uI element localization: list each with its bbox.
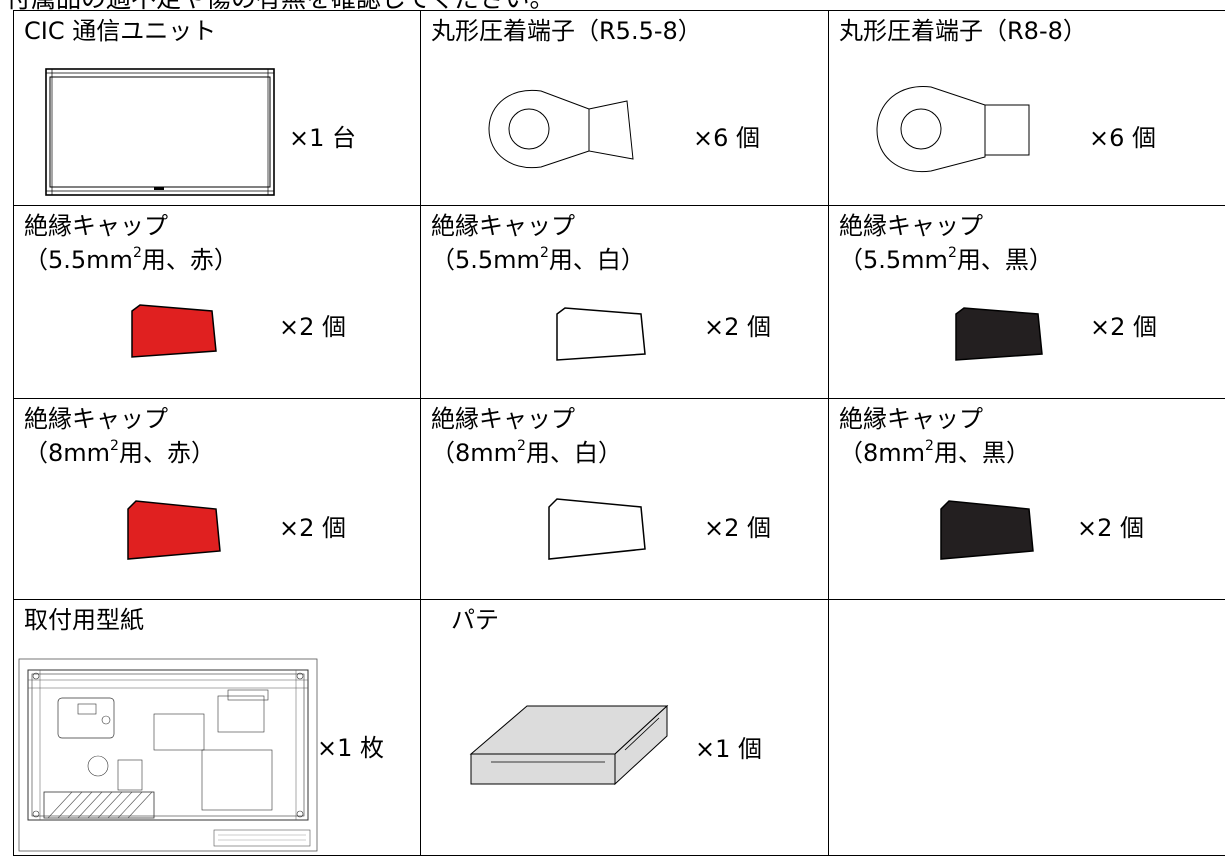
cell-title: 丸形圧着端子（R8-8） <box>839 17 1087 45</box>
cell-empty <box>828 599 1225 856</box>
insulation-cap-icon <box>545 497 649 561</box>
insulation-cap-icon <box>124 499 224 561</box>
cell-title: 丸形圧着端子（R5.5-8） <box>431 17 702 45</box>
mounting-template-icon <box>18 658 318 852</box>
quantity: ×1 個 <box>695 735 763 763</box>
ring-terminal-icon <box>869 77 1039 183</box>
cell-insulation-cap-5-5-black: 絶縁キャップ （5.5mm2用、黒） ×2 個 <box>828 205 1225 399</box>
cell-insulation-cap-5-5-white: 絶縁キャップ （5.5mm2用、白） ×2 個 <box>420 205 829 399</box>
accessory-table: CIC 通信ユニット ×1 台 丸形圧着端子（R5.5-8） <box>13 10 1225 856</box>
quantity: ×1 枚 <box>317 734 385 762</box>
cell-title: パテ <box>451 606 499 634</box>
cell-spec: （5.5mm2用、白） <box>431 245 645 274</box>
insulation-cap-icon <box>553 306 647 362</box>
insulation-cap-icon <box>952 306 1044 362</box>
cell-putty: パテ ×1 個 <box>420 599 829 856</box>
cell-ring-terminal-r8-8: 丸形圧着端子（R8-8） ×6 個 <box>828 10 1225 206</box>
cell-insulation-cap-8-red: 絶縁キャップ （8mm2用、赤） ×2 個 <box>13 398 421 600</box>
cell-spec: （5.5mm2用、赤） <box>24 245 238 274</box>
cell-title: 絶縁キャップ <box>24 405 168 433</box>
quantity: ×2 個 <box>1077 514 1145 542</box>
cell-title: CIC 通信ユニット <box>24 17 217 45</box>
cell-insulation-cap-5-5-red: 絶縁キャップ （5.5mm2用、赤） ×2 個 <box>13 205 421 399</box>
quantity: ×6 個 <box>693 124 761 152</box>
cell-mounting-template: 取付用型紙 <box>13 599 421 856</box>
quantity: ×2 個 <box>1090 313 1158 341</box>
insulation-cap-icon <box>128 303 218 359</box>
cell-communication-unit: CIC 通信ユニット ×1 台 <box>13 10 421 206</box>
putty-icon <box>465 702 673 792</box>
insulation-cap-icon <box>937 499 1037 561</box>
cell-insulation-cap-8-white: 絶縁キャップ （8mm2用、白） ×2 個 <box>420 398 829 600</box>
cell-title: 絶縁キャップ <box>431 405 575 433</box>
cell-spec: （8mm2用、黒） <box>839 438 1030 467</box>
cell-title: 絶縁キャップ <box>839 405 983 433</box>
cell-spec: （8mm2用、赤） <box>24 438 215 467</box>
cell-ring-terminal-r5-5-8: 丸形圧着端子（R5.5-8） ×6 個 <box>420 10 829 206</box>
cell-title: 取付用型紙 <box>24 606 144 634</box>
quantity: ×2 個 <box>279 514 347 542</box>
communication-unit-icon <box>44 67 276 197</box>
cell-title: 絶縁キャップ <box>24 212 168 240</box>
cell-insulation-cap-8-black: 絶縁キャップ （8mm2用、黒） ×2 個 <box>828 398 1225 600</box>
quantity: ×2 個 <box>704 514 772 542</box>
cell-title: 絶縁キャップ <box>839 212 983 240</box>
cell-spec: （8mm2用、白） <box>431 438 622 467</box>
quantity: ×2 個 <box>279 313 347 341</box>
ring-terminal-icon <box>481 79 641 179</box>
quantity: ×1 台 <box>289 124 357 152</box>
quantity: ×6 個 <box>1089 124 1157 152</box>
header-instruction: 付属品の過不足や傷の有無を確認してください。 <box>6 0 1216 12</box>
cell-title: 絶縁キャップ <box>431 212 575 240</box>
cell-spec: （5.5mm2用、黒） <box>839 245 1053 274</box>
quantity: ×2 個 <box>704 313 772 341</box>
